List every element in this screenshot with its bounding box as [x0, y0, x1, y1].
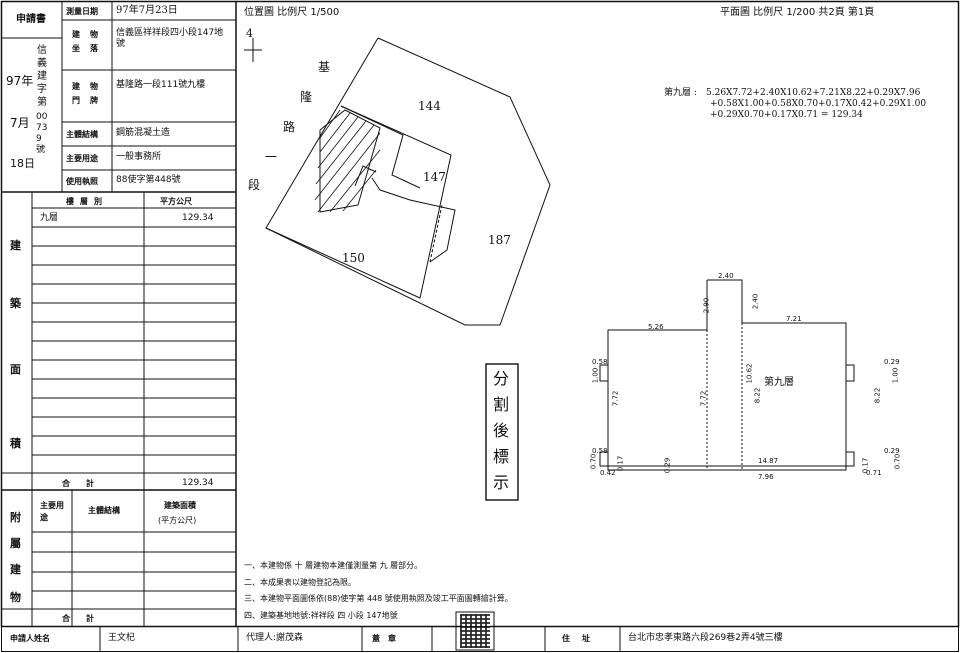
stamp-char-3: 後 — [493, 421, 510, 440]
dim-029-top: 0.29 — [884, 358, 900, 366]
app-day: 18日 — [10, 157, 35, 170]
structure-value: 鋼筋混凝土造 — [116, 128, 171, 138]
annex-side-4: 物 — [10, 591, 21, 604]
dim-100-right: 1.00 — [891, 367, 900, 384]
annex-side-2: 屬 — [10, 537, 21, 550]
total-label: 合計 — [62, 479, 110, 488]
survey-date-value: 97年7月23日 — [116, 5, 178, 16]
app-word: 信義建字第 — [37, 44, 47, 109]
door-label: 建物門牌 — [72, 82, 108, 105]
dim-721: 7.21 — [786, 315, 802, 323]
area-formula-line-2: +0.58X1.00+0.58X0.70+0.17X0.42+0.29X1.00 — [710, 99, 927, 109]
dim-042: 0.42 — [600, 469, 616, 477]
dim-822-mid: 8.22 — [753, 387, 762, 404]
app-month: 7月 — [10, 116, 30, 130]
annex-side-1: 附 — [10, 511, 21, 524]
dim-796: 7.96 — [758, 473, 774, 481]
area-side-3: 面 — [10, 363, 21, 376]
road-char-4: 一 — [265, 150, 278, 164]
area-formula-line-1: 5.26X7.72+2.40X10.62+7.21X8.22+0.29X7.96 — [706, 88, 921, 98]
dim-100-left: 1.00 — [591, 367, 600, 384]
seal-stamp-icon — [460, 614, 490, 648]
dim-240-top: 2.40 — [718, 272, 734, 280]
annex-total-label: 合計 — [62, 614, 110, 623]
dim-070-left: 0.70 — [589, 453, 598, 470]
agent-label: 代理人:謝茂森 — [246, 633, 304, 643]
road-char-3: 路 — [283, 120, 296, 134]
note-1: 一、本建物係 十 層建物本建僅測量第 九 層部分。 — [244, 561, 423, 570]
stamp-char-1: 分 — [493, 369, 510, 388]
dim-290: 2.90 — [702, 297, 711, 314]
app-number: 00739號 — [36, 112, 48, 156]
dim-058-top: 0.58 — [592, 358, 608, 366]
dim-029-bottom-right: 0.29 — [884, 447, 900, 455]
road-char-1: 基 — [318, 60, 331, 74]
dim-772-left: 7.72 — [611, 390, 620, 407]
area-formula-label: 第九層 : — [664, 88, 697, 98]
area-side-4: 積 — [10, 437, 21, 450]
note-4: 四、建築基地地號:祥祥段 四 小段 147地號 — [244, 611, 398, 620]
road-char-2: 隆 — [300, 90, 313, 104]
dim-058-bottom: 0.58 — [592, 447, 608, 455]
address-label: 住址 — [562, 634, 602, 643]
dim-526: 5.26 — [648, 323, 664, 331]
dim-772-mid: 7.72 — [699, 390, 708, 407]
note-3: 三、本建物平面圖係依(88)使字第 448 號使用執照及竣工平面圖轉繪計算。 — [244, 594, 513, 603]
total-value: 129.34 — [182, 478, 214, 488]
dim-029-bottom-left: 0.29 — [663, 457, 672, 474]
area-formula-line-3: +0.29X0.70+0.17X0.71 = 129.34 — [710, 110, 863, 120]
application-label: 申請書 — [16, 14, 46, 25]
annex-col-area: 建築面積 — [164, 501, 196, 510]
license-label: 使用執照 — [66, 177, 98, 186]
seal-label: 蓋章 — [372, 634, 404, 643]
north-arrow-icon: 4 — [246, 27, 253, 40]
app-number-text: 00739號 — [36, 112, 48, 155]
use-value: 一般事務所 — [116, 152, 162, 162]
lot-144: 144 — [418, 99, 441, 113]
dim-822-right: 8.22 — [873, 387, 882, 404]
table-row-area: 129.34 — [182, 213, 214, 223]
location-value: 信義區祥祥段四小段147地號 — [116, 28, 224, 49]
stamp-char-2: 割 — [493, 395, 510, 414]
app-word-text: 信義建字第 — [37, 45, 47, 108]
col-floor-header: 樓層別 — [66, 197, 108, 206]
applicant-value: 王文杞 — [108, 633, 136, 643]
structure-label: 主體結構 — [66, 130, 98, 139]
area-side-1: 建 — [10, 239, 21, 252]
annex-col-structure: 主體結構 — [88, 506, 120, 515]
dim-017-left: 0.17 — [616, 455, 625, 472]
use-label: 主要用途 — [66, 154, 98, 163]
dim-1487: 14.87 — [758, 457, 779, 465]
app-year: 97年 — [6, 74, 34, 88]
dim-070-right: 0.70 — [893, 453, 902, 470]
stamp-char-4: 標 — [493, 447, 510, 466]
lot-147: 147 — [423, 170, 446, 184]
door-value: 基隆路一段111號九樓 — [116, 80, 206, 90]
col-area-header: 平方公尺 — [160, 197, 192, 206]
stamp-char-5: 示 — [493, 473, 510, 492]
site-plan-title: 位置圖 比例尺 1/500 — [244, 7, 340, 18]
lot-187: 187 — [488, 233, 511, 247]
floor-name: 第九層 — [764, 377, 794, 388]
annex-col-use: 主要用途 — [40, 501, 64, 522]
road-char-5: 段 — [248, 178, 261, 192]
note-2: 二、本成果表以建物登記為限。 — [244, 578, 356, 587]
applicant-label: 申請人姓名 — [10, 634, 50, 643]
address-value: 台北市忠孝東路六段269巷2弄4號三樓 — [628, 633, 783, 643]
dim-1062: 10.62 — [745, 363, 754, 384]
lot-150: 150 — [342, 251, 365, 265]
annex-side-3: 建 — [10, 563, 21, 576]
floor-plan-title: 平面圖 比例尺 1/200 共2頁 第1頁 — [720, 7, 875, 18]
license-value: 88使字第448號 — [116, 175, 181, 185]
annex-col-area-unit: (平方公尺) — [158, 516, 197, 525]
dim-071: 0.71 — [866, 469, 882, 477]
location-label: 建物坐落 — [72, 30, 108, 53]
table-row-floor: 九層 — [40, 213, 59, 223]
area-side-2: 築 — [10, 297, 21, 310]
dim-240-side: 2.40 — [751, 293, 760, 310]
survey-date-label: 測量日期 — [66, 7, 98, 16]
